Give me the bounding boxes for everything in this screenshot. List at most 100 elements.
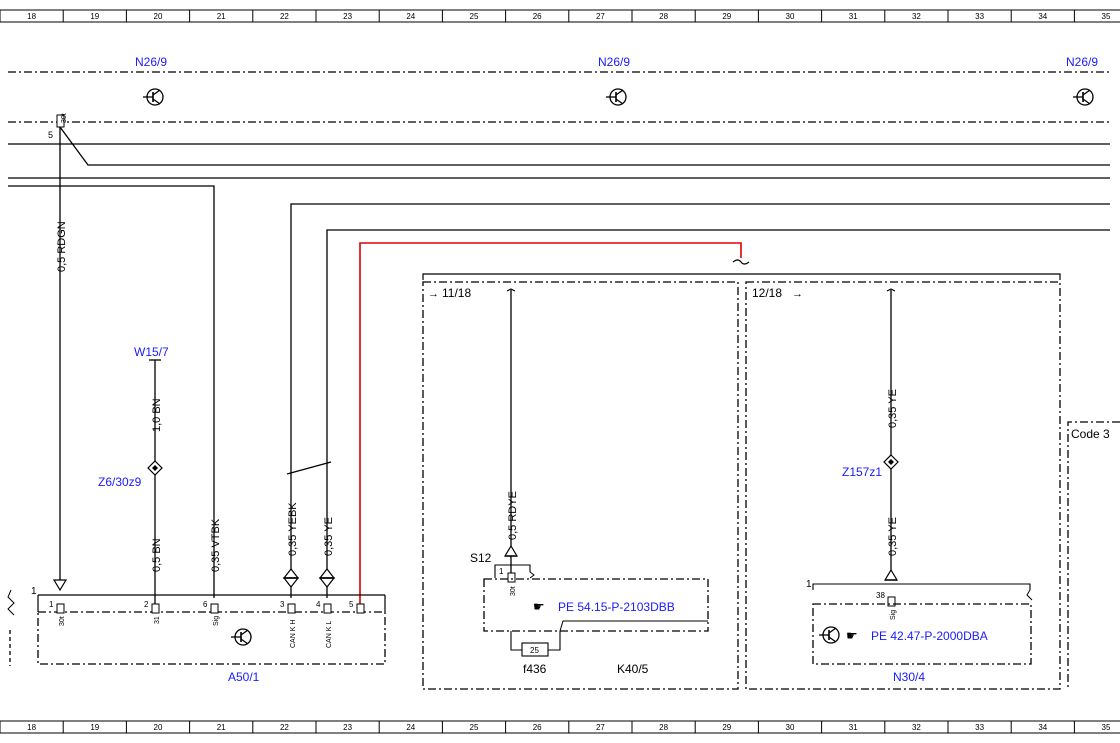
left-ref: 11/18 <box>442 286 471 300</box>
ruler-column-label: 29 <box>722 723 731 732</box>
n26-label-mid: N26/9 <box>598 55 630 69</box>
w15-7-label: W15/7 <box>134 345 169 359</box>
bus-lines <box>8 126 1110 598</box>
ruler-column-label: 34 <box>1038 12 1047 21</box>
svg-text:CAN K H: CAN K H <box>290 620 297 648</box>
svg-text:4: 4 <box>316 600 321 609</box>
ruler-column-label: 28 <box>659 12 668 21</box>
n30-4-label: N30/4 <box>893 670 925 684</box>
wire-ye-left-label: 0,35 YE <box>323 517 335 556</box>
transistor-icon <box>231 628 252 646</box>
code-box: Code 3 <box>1067 421 1120 690</box>
ruler-column-label: 31 <box>849 723 858 732</box>
ruler-column-label: 31 <box>849 12 858 21</box>
n26-label-left: N26/9 <box>135 55 167 69</box>
wire-bn-bottom-label: 0,5 BN <box>151 538 163 572</box>
hand-pointer-icon: ☛ <box>846 628 858 643</box>
ruler-column-label: 29 <box>722 12 731 21</box>
svg-text:38: 38 <box>876 591 885 600</box>
a50-pin-2: 2 31 <box>144 600 161 624</box>
wire-yebk-label: 0,35 YEBK <box>287 502 299 556</box>
svg-text:1: 1 <box>49 600 54 609</box>
ruler-column-label: 33 <box>975 723 984 732</box>
splice-diamond-icon <box>147 460 163 476</box>
wire-ye-bottom-label: 0,35 YE <box>887 517 899 556</box>
f436-label: f436 <box>523 662 547 676</box>
transistor-icon <box>1073 88 1094 106</box>
svg-text:CAN K L: CAN K L <box>326 621 333 648</box>
n26-pin-connector: 30t 5 <box>48 113 68 140</box>
arrow-down-icon <box>52 579 68 592</box>
n26-pin-sig: 30t <box>61 113 68 123</box>
pe-k40-link[interactable]: PE 54.15-P-2103DBB <box>558 600 675 614</box>
pe-n30-link[interactable]: PE 42.47-P-2000DBA <box>871 629 988 643</box>
s12-label: S12 <box>470 551 492 565</box>
ruler-column-label: 20 <box>154 723 163 732</box>
left-ref-arrow: → <box>428 288 439 300</box>
svg-text:2: 2 <box>144 600 149 609</box>
arrow-up-icon <box>883 568 899 581</box>
svg-text:3: 3 <box>280 600 285 609</box>
ruler-column-label: 22 <box>280 12 289 21</box>
right-ref: 12/18 <box>752 286 782 300</box>
ruler-column-label: 24 <box>406 723 415 732</box>
wire-bn-top-label: 1,0 BN <box>151 398 163 432</box>
a50-bus-num: 1 <box>31 586 37 597</box>
can-connector-icon <box>318 568 336 588</box>
z6-30z9-label: Z6/30z9 <box>98 475 142 489</box>
ruler-column-label: 26 <box>533 12 542 21</box>
svg-text:30t: 30t <box>510 586 517 596</box>
ruler-column-label: 21 <box>217 12 226 21</box>
ruler-column-label: 32 <box>912 723 921 732</box>
ruler-column-label: 20 <box>154 12 163 21</box>
svg-text:1: 1 <box>499 567 504 576</box>
svg-text:6: 6 <box>203 600 208 609</box>
ruler-column-label: 23 <box>343 723 352 732</box>
arrow-up-icon <box>503 544 519 557</box>
transistor-icon <box>143 88 164 106</box>
a50-1-module: 1 A50/1 1 30t 2 31 6 Sig 3 CAN K H <box>7 586 386 684</box>
a50-pin-5: 5 <box>349 600 365 614</box>
wire-top-tick <box>506 288 516 292</box>
k40-5-label: K40/5 <box>617 662 649 676</box>
n30-4-module: 1 38 Sig ☛ PE 42.47-P-2000DBA N30/4 <box>806 579 1033 684</box>
svg-text:Sig: Sig <box>890 610 897 620</box>
n26-pin-num: 5 <box>48 130 53 140</box>
kink-line <box>286 461 332 475</box>
svg-text:Sig: Sig <box>213 616 220 626</box>
ruler-column-label: 33 <box>975 12 984 21</box>
ruler-column-label: 35 <box>1102 12 1111 21</box>
wire-ye-top-label: 0,35 YE <box>887 389 899 428</box>
wire-rdye-label: 0,5 RDYE <box>507 491 519 540</box>
ruler-column-label: 30 <box>786 12 795 21</box>
ruler-column-label: 28 <box>659 723 668 732</box>
ruler-column-label: 34 <box>1038 723 1047 732</box>
hand-pointer-icon: ☛ <box>533 599 545 614</box>
can-connector-icon <box>282 568 300 588</box>
ruler-column-label: 18 <box>27 723 36 732</box>
ruler-column-label: 18 <box>27 12 36 21</box>
ruler-column-label: 19 <box>90 12 99 21</box>
wire-rdgn-label: 0,5 RDGN <box>56 221 68 272</box>
ruler-column-label: 27 <box>596 12 605 21</box>
ruler-column-label: 22 <box>280 723 289 732</box>
svg-text:30t: 30t <box>59 616 66 626</box>
red-wire <box>359 242 742 605</box>
ruler-column-label: 35 <box>1102 723 1111 732</box>
splice-diamond-icon <box>883 454 899 470</box>
transistor-icon <box>819 626 840 644</box>
a50-pin-1: 1 30t <box>49 600 66 626</box>
ruler-column-label: 24 <box>406 12 415 21</box>
ruler-column-label: 21 <box>217 723 226 732</box>
a50-pin-4: 4 CAN K L <box>316 600 333 648</box>
transistor-icon <box>606 88 627 106</box>
ruler-column-label: 27 <box>596 723 605 732</box>
right-ref-arrow: → <box>792 288 803 300</box>
k40-enclosure <box>422 259 1061 690</box>
code-label: Code 3 <box>1071 427 1110 441</box>
n26-label-right: N26/9 <box>1066 55 1098 69</box>
ruler-column-label: 26 <box>533 723 542 732</box>
